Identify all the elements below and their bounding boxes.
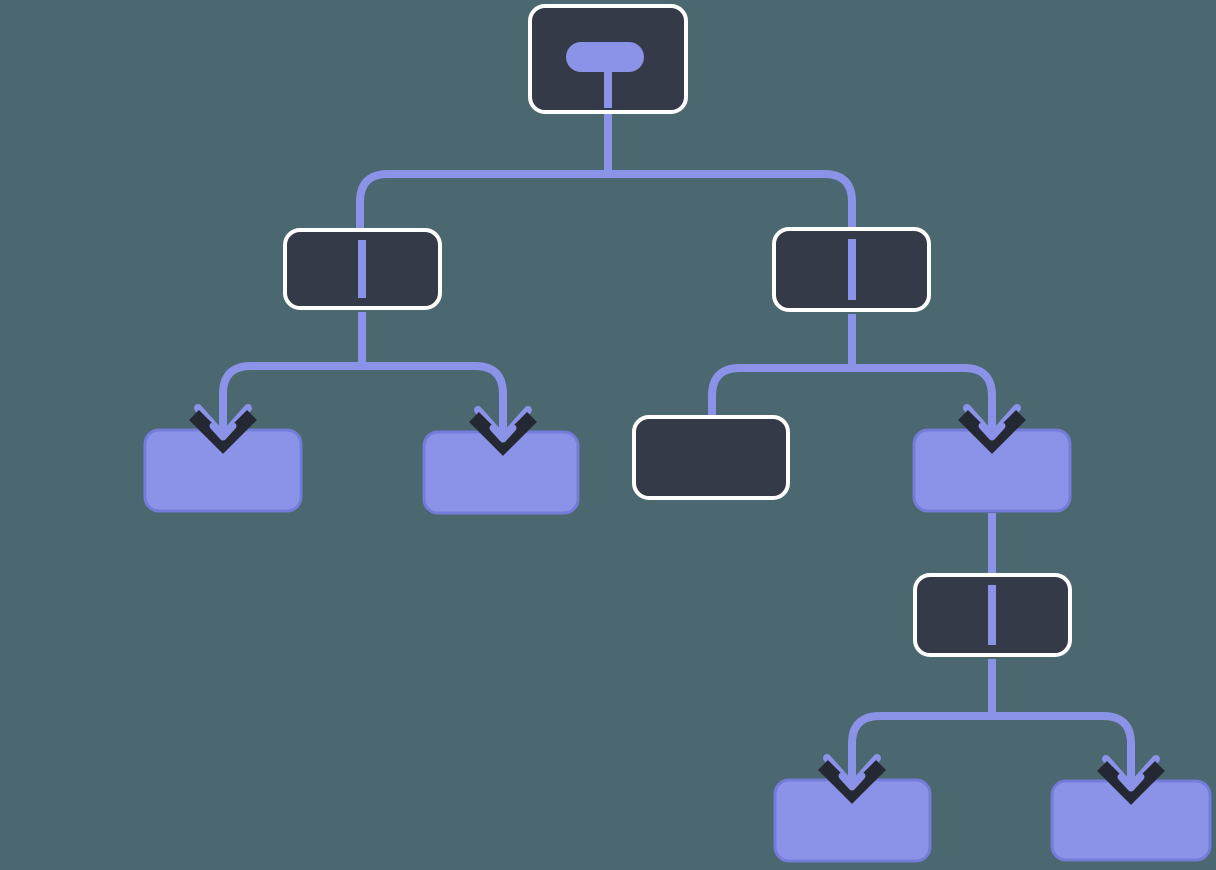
node-connector-left[interactable]: [283, 228, 442, 310]
arrow-layer: [189, 394, 1165, 805]
node-root[interactable]: [528, 4, 688, 114]
node-connector-right[interactable]: [772, 227, 931, 312]
edge-right-branch: [708, 364, 996, 440]
chevron-down-icon: [469, 396, 537, 456]
node-layer: [143, 4, 1212, 863]
chevron-down-icon: [818, 744, 886, 804]
edge-bottom-branch: [848, 712, 1135, 788]
edge-root-branch: [356, 170, 856, 232]
edge-layer: [219, 114, 1135, 788]
chevron-down-icon: [958, 394, 1026, 454]
edge-left-branch: [219, 362, 507, 440]
chevron-down-icon: [1097, 745, 1165, 805]
node-connector-bottom[interactable]: [913, 573, 1072, 657]
node-dark-leaf[interactable]: [632, 415, 790, 500]
chevron-down-icon: [189, 394, 257, 454]
pill-icon: [566, 42, 644, 72]
